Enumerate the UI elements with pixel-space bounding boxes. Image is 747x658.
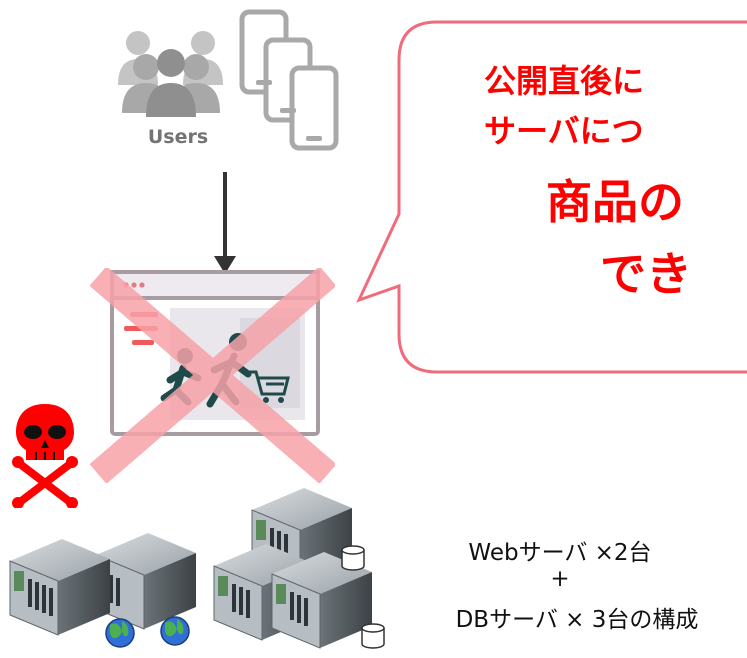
skull-crossbones-icon xyxy=(12,404,78,508)
globe-icon xyxy=(160,616,190,646)
db-servers-icon xyxy=(213,488,385,649)
web-servers-icon xyxy=(9,533,196,648)
callout-line-2: サーバにつ xyxy=(484,112,644,150)
mobile-devices-icon xyxy=(239,9,339,151)
server-config-line-3: DBサーバ × 3台の構成 xyxy=(455,607,699,633)
speech-bubble xyxy=(356,20,747,374)
callout-line-3: 商品の xyxy=(546,175,684,229)
shop-website-icon xyxy=(90,268,335,483)
server-config-line-1: Webサーバ ×2台 xyxy=(468,540,652,566)
cross-mark-icon xyxy=(90,268,335,483)
callout-line-4: でき xyxy=(600,247,692,301)
callout-line-1: 公開直後に xyxy=(484,62,645,100)
server-config-line-2: + xyxy=(550,566,570,592)
users-icon xyxy=(118,31,223,117)
globe-icon xyxy=(105,618,135,648)
database-icon xyxy=(361,623,385,649)
users-label: Users xyxy=(147,126,209,148)
arrow-down-icon xyxy=(214,172,236,274)
database-icon xyxy=(341,545,365,571)
